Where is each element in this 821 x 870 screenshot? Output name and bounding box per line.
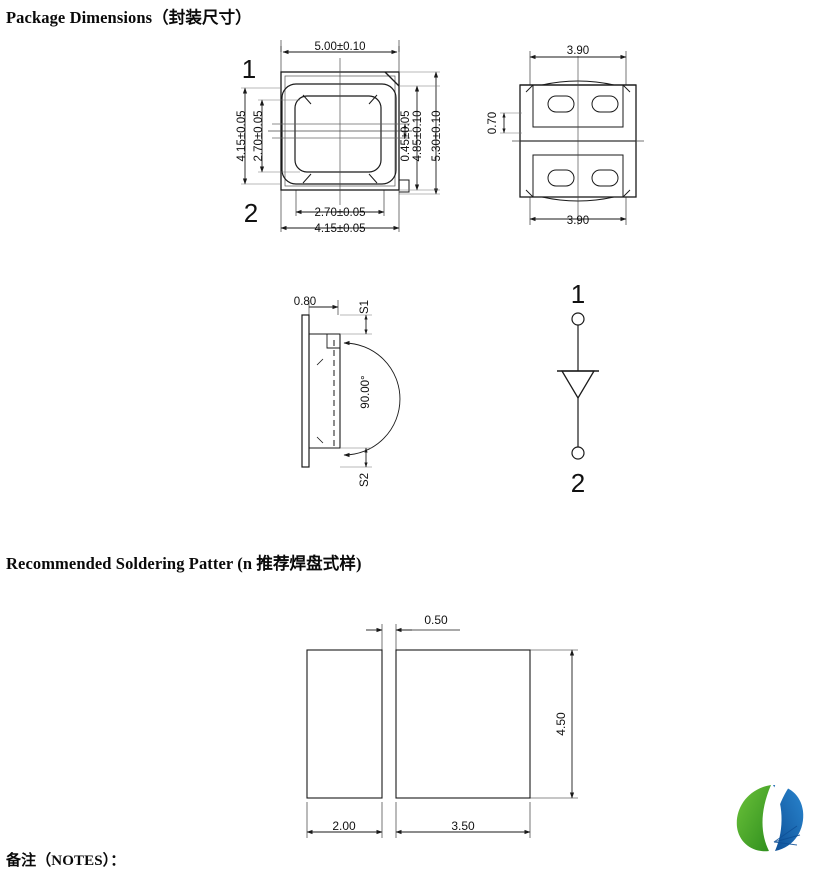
company-logo [727,779,813,857]
side-view-group [301,300,401,468]
leaf-logo-icon [736,783,804,852]
top-view-group [241,40,440,232]
dim-angle-90: 90.00° [360,375,372,408]
dim-right-0.45: 0.45±0.05 [400,110,412,161]
circuit-terminal-1-label: 1 [571,279,585,309]
notes-heading: 备注（NOTES）： [6,853,126,869]
dim-bottom-2.70: 2.70±0.05 [314,207,365,219]
dim-right-4.85: 4.85±0.10 [412,110,424,161]
dim-bv-bottom-3.90: 3.90 [567,215,589,227]
label-s1: S1 [359,300,371,314]
dim-left-pad-2.00: 2.00 [332,819,356,833]
dim-bottom-4.15: 4.15±0.05 [314,223,365,235]
label-s2: S2 [359,473,371,487]
dim-side-0.80: 0.80 [294,296,316,308]
dim-left-2.70: 2.70±0.05 [253,110,265,161]
pin-1-label: 1 [242,54,256,84]
dim-bv-top-3.90: 3.90 [567,45,589,57]
dim-right-5.30: 5.30±0.10 [431,110,443,161]
dim-top-5.00: 5.00±0.10 [314,41,365,53]
dim-bv-left-0.70: 0.70 [487,112,499,134]
pin-2-label: 2 [244,198,258,228]
circuit-diagram-group [557,312,599,460]
dim-right-pad-3.50: 3.50 [451,819,475,833]
soldering-pattern-group [306,624,578,838]
dim-pad-gap-0.50: 0.50 [424,613,448,627]
circuit-terminal-2-label: 2 [571,468,585,498]
package-dimensions-heading: Package Dimensions（封装尺寸） [6,8,252,27]
soldering-pattern-heading: Recommended Soldering Patter (n 推荐焊盘式样) [6,554,362,573]
dim-pad-height-4.50: 4.50 [554,712,568,736]
bottom-view-group [500,51,644,225]
dim-left-4.15: 4.15±0.05 [236,110,248,161]
